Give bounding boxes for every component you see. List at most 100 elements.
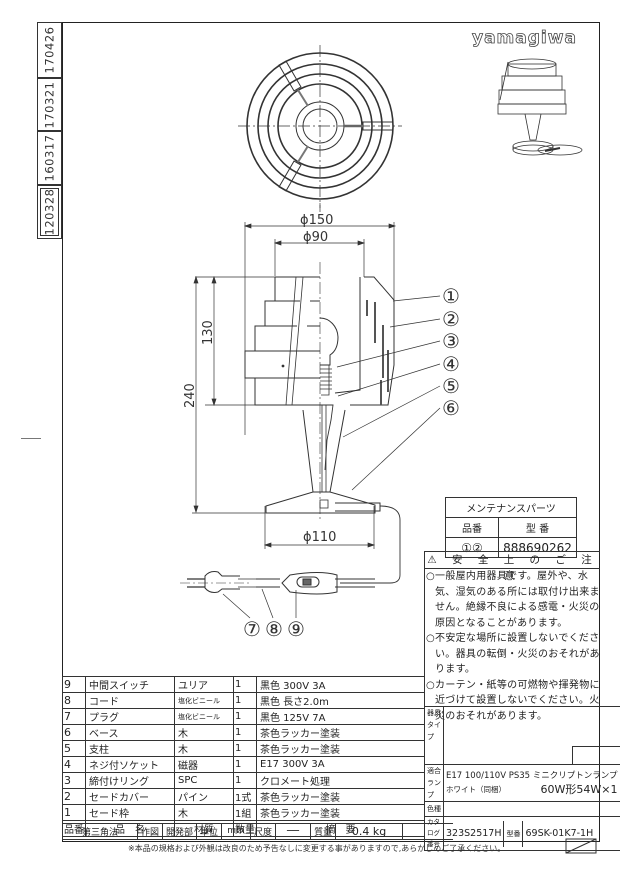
- parts-qty: 1: [233, 772, 257, 789]
- parts-qty: 1: [233, 676, 257, 693]
- unit-label: 単位: [196, 823, 223, 840]
- parts-no: 2: [62, 788, 86, 805]
- parts-spec: 茶色ラッカー塗装: [256, 804, 424, 821]
- parts-no: 3: [62, 772, 86, 789]
- callout-7: ⑦: [243, 617, 261, 641]
- brand-logo: yamagiwa: [472, 28, 577, 49]
- maintenance-col-model: 型 番: [498, 517, 577, 538]
- scale-value: ──: [275, 823, 312, 840]
- parts-qty: 1式: [233, 788, 257, 805]
- parts-no: 5: [62, 740, 86, 757]
- parts-no: 6: [62, 724, 86, 741]
- dimension-labels: ϕ150 ϕ90 130 240 ϕ110: [183, 213, 336, 545]
- front-view: [180, 262, 401, 595]
- parts-no: 8: [62, 692, 86, 709]
- parts-no: 1: [62, 804, 86, 821]
- parts-name: ベース: [85, 724, 175, 741]
- parts-no: 7: [62, 708, 86, 725]
- leader-lines: [222, 295, 441, 619]
- lamp-color: ホワイト（同梱）: [446, 785, 506, 794]
- parts-spec: 茶色ラッカー塗装: [256, 724, 424, 741]
- drawing-frame: [62, 22, 600, 842]
- parts-spec: 茶色ラッカー塗装: [256, 740, 424, 757]
- lamp-spec: E17 100/110V PS35 ミニクリプトンランプ: [446, 771, 618, 781]
- dim-shade-height: 130: [201, 320, 216, 345]
- parts-material: 木: [174, 804, 234, 821]
- drawn-label: 作図: [136, 823, 164, 840]
- parts-qty: 1組: [233, 804, 257, 821]
- dim-top-diameter: ϕ90: [303, 230, 328, 245]
- model-label: 型番: [504, 820, 524, 847]
- parts-material: 塩化ビニール: [174, 708, 234, 725]
- parts-material: 磁器: [174, 756, 234, 773]
- parts-material: ユリア: [174, 676, 234, 693]
- projection: 第三角法: [62, 823, 138, 840]
- caution-item: ○不安定な場所に設置しないでください。器具の転倒・火災のおそれがあります。: [426, 633, 600, 675]
- parts-name: コード: [85, 692, 175, 709]
- catalog-label: カタログ番号: [424, 816, 444, 851]
- callout-3: ③: [442, 329, 460, 353]
- caution-title: ⚠ 安 全 上 の ご 注 意: [425, 552, 600, 582]
- callout-9: ⑨: [287, 617, 305, 641]
- parts-name: セード枠: [85, 804, 175, 821]
- lamp-wattage: 60W形54W×1: [540, 783, 618, 796]
- scale-label: 尺度: [250, 823, 277, 840]
- dept-label: 開発部: [162, 823, 198, 840]
- top-view: [238, 45, 402, 208]
- callout-8: ⑧: [265, 617, 283, 641]
- parts-material: 木: [174, 724, 234, 741]
- sheet-corner-mark: [565, 838, 597, 854]
- parts-name: プラグ: [85, 708, 175, 725]
- revision-box-current: 120328: [37, 185, 62, 239]
- parts-qty: 1: [233, 692, 257, 709]
- dimension-lines: [192, 203, 397, 549]
- callout-2: ②: [442, 307, 460, 331]
- maintenance-col-part-no: 品番: [445, 517, 499, 538]
- parts-name: ネジ付ソケット: [85, 756, 175, 773]
- parts-qty: 1: [233, 756, 257, 773]
- parts-name: 締付けリング: [85, 772, 175, 789]
- parts-no: 9: [62, 676, 86, 693]
- parts-qty: 1: [233, 708, 257, 725]
- dim-total-height: 240: [183, 383, 198, 408]
- parts-material: SPC: [174, 772, 234, 789]
- lamp-label: 適合ランプ: [424, 764, 444, 802]
- title-block-right: 器具タイプ 適合ランプ E17 100/110V PS35 ミニクリプトンランプ…: [424, 706, 620, 851]
- parts-qty: 1: [233, 740, 257, 757]
- maintenance-title: メンテナンスパーツ: [445, 497, 577, 518]
- parts-spec: 黒色 長さ2.0m: [256, 692, 424, 709]
- callouts: ① ② ③ ④ ⑤ ⑥ ⑦ ⑧ ⑨: [243, 284, 460, 641]
- color-label: 色種: [424, 801, 444, 817]
- parts-material: パイン: [174, 788, 234, 805]
- parts-name: 支柱: [85, 740, 175, 757]
- weight-value: 0.4 kg: [335, 823, 404, 840]
- parts-no: 4: [62, 756, 86, 773]
- fixture-type-label: 器具タイプ: [424, 706, 444, 765]
- parts-qty: 1: [233, 724, 257, 741]
- parts-material: 木: [174, 740, 234, 757]
- unit-value: mm: [221, 823, 252, 840]
- callout-1: ①: [442, 284, 460, 308]
- catalog-number: 323S2517H: [444, 820, 505, 847]
- parts-spec: 茶色ラッカー塗装: [256, 788, 424, 805]
- parts-spec: クロメート処理: [256, 772, 424, 789]
- callout-5: ⑤: [442, 374, 460, 398]
- revision-box: 160317: [37, 131, 62, 185]
- dim-shade-diameter: ϕ150: [300, 213, 333, 228]
- parts-material: 塩化ビニール: [174, 692, 234, 709]
- revision-box: 170426: [37, 22, 62, 78]
- safety-caution: ⚠ 安 全 上 の ご 注 意 ○一般屋内用器具です。屋外や、水気、湿気のある所…: [424, 551, 600, 724]
- perspective-view: [497, 58, 583, 156]
- callout-4: ④: [442, 352, 460, 376]
